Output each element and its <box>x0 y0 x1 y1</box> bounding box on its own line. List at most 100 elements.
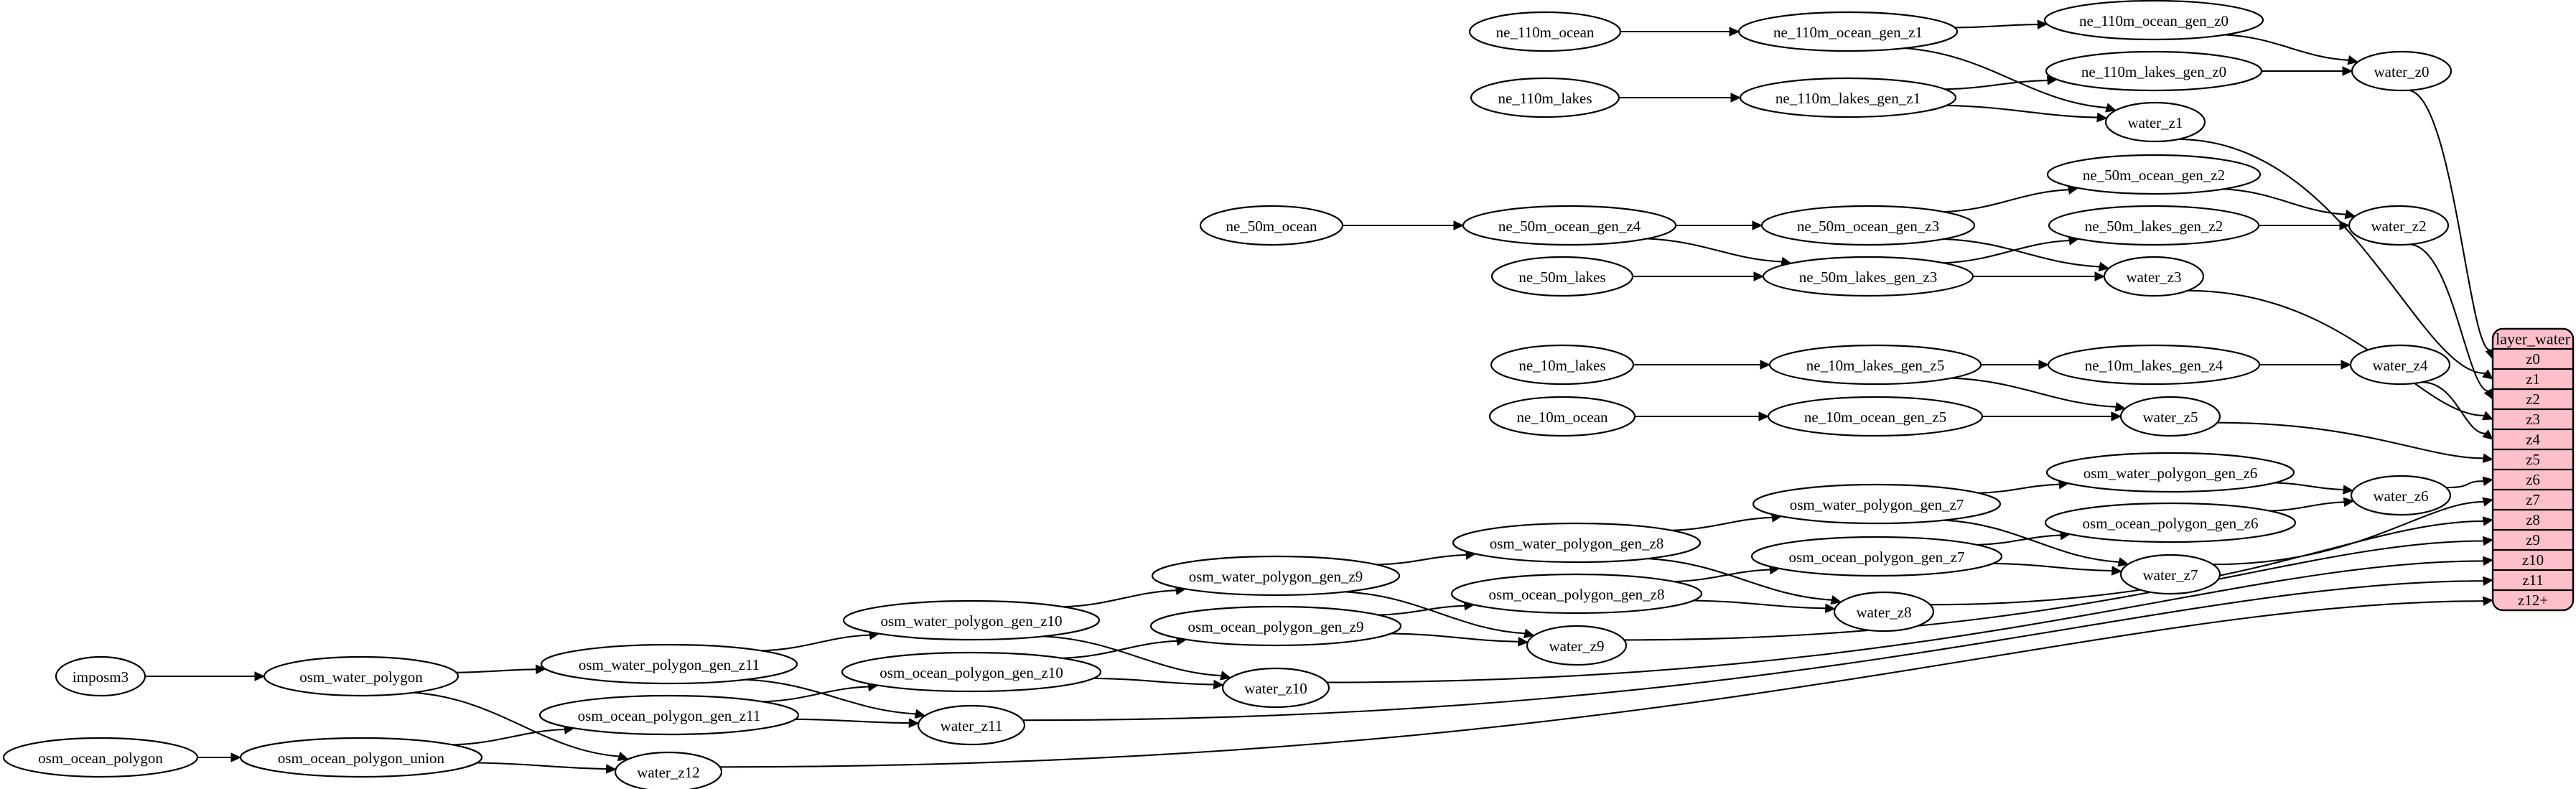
graph-edge <box>2269 497 2355 512</box>
table-row-z2[interactable]: z2 <box>2526 391 2540 408</box>
table-row-z10[interactable]: z10 <box>2522 551 2544 569</box>
node-label: osm_ocean_polygon_gen_z9 <box>1188 618 1364 635</box>
graph-node-water_z9[interactable]: water_z9 <box>1526 625 1628 666</box>
edge-line <box>2269 501 2345 512</box>
graph-node-osm_water_polygon_gen_z10[interactable]: osm_water_polygon_gen_z10 <box>842 599 1101 641</box>
graph-node-ne_10m_lakes_gen_z4[interactable]: ne_10m_lakes_gen_z4 <box>2047 344 2261 386</box>
edge-line <box>1327 560 2484 683</box>
graph-edge <box>1943 238 2110 272</box>
graph-node-osm_ocean_polygon_gen_z8[interactable]: osm_ocean_polygon_gen_z8 <box>1450 573 1703 615</box>
node-label: osm_ocean_polygon_gen_z10 <box>879 664 1063 681</box>
edge-line <box>745 678 916 715</box>
edge-line <box>1943 189 2069 213</box>
table-row-z7[interactable]: z7 <box>2526 491 2540 508</box>
table-row-z12plus[interactable]: z12+ <box>2518 592 2548 609</box>
edge-line <box>2178 138 2486 375</box>
graph-node-osm_ocean_polygon_gen_z6[interactable]: osm_ocean_polygon_gen_z6 <box>2044 502 2297 543</box>
graph-node-ne_50m_ocean_gen_z3[interactable]: ne_50m_ocean_gen_z3 <box>1760 205 1976 246</box>
table-row-z11[interactable]: z11 <box>2522 571 2544 589</box>
graph-node-ne_50m_lakes[interactable]: ne_50m_lakes <box>1490 256 1634 297</box>
edge-arrowhead <box>254 671 266 681</box>
node-shape <box>1468 11 1622 52</box>
graph-node-ne_50m_ocean_gen_z2[interactable]: ne_50m_ocean_gen_z2 <box>2046 154 2262 195</box>
graph-node-osm_ocean_polygon_gen_z10[interactable]: osm_ocean_polygon_gen_z10 <box>841 651 1102 693</box>
graph-node-water_z3[interactable]: water_z3 <box>2103 256 2205 297</box>
edge-arrowhead <box>914 709 926 719</box>
graph-node-osm_ocean_polygon_gen_z11[interactable]: osm_ocean_polygon_gen_z11 <box>538 694 800 736</box>
node-label: ne_50m_ocean_gen_z2 <box>2083 167 2225 184</box>
graph-edge <box>1062 636 1187 659</box>
graph-edge <box>795 718 920 728</box>
graph-node-ne_10m_lakes[interactable]: ne_10m_lakes <box>1490 344 1635 386</box>
graph-node-ne_110m_ocean[interactable]: ne_110m_ocean <box>1468 11 1622 52</box>
table-row-z4[interactable]: z4 <box>2526 431 2540 448</box>
node-shape <box>2119 554 2221 595</box>
edge-arrowhead <box>2481 411 2494 421</box>
table-row-z9[interactable]: z9 <box>2526 531 2540 548</box>
table-row-z3[interactable]: z3 <box>2526 411 2540 428</box>
edge-line <box>1951 377 2117 408</box>
graph-edge <box>456 664 546 675</box>
graph-node-water_z1[interactable]: water_z1 <box>2104 101 2206 143</box>
table-row-z6[interactable]: z6 <box>2526 471 2540 488</box>
graph-node-water_z8[interactable]: water_z8 <box>1833 591 1935 632</box>
graph-node-ne_110m_ocean_gen_z0[interactable]: ne_110m_ocean_gen_z0 <box>2043 0 2264 41</box>
graph-node-water_z0[interactable]: water_z0 <box>2351 50 2453 92</box>
graph-node-ne_110m_lakes[interactable]: ne_110m_lakes <box>1470 77 1620 118</box>
edge-arrowhead <box>1730 93 1742 103</box>
graph-node-osm_ocean_polygon_gen_z9[interactable]: osm_ocean_polygon_gen_z9 <box>1149 605 1402 647</box>
table-row-z8[interactable]: z8 <box>2526 511 2540 528</box>
graph-node-ne_10m_ocean[interactable]: ne_10m_ocean <box>1488 396 1636 437</box>
edge-arrowhead <box>2343 485 2354 495</box>
edge-arrowhead <box>2482 453 2494 463</box>
graph-node-osm_water_polygon_gen_z8[interactable]: osm_water_polygon_gen_z8 <box>1452 522 1702 564</box>
graph-edge <box>1376 550 1477 566</box>
edge-line <box>1944 519 2119 563</box>
edge-line <box>719 600 2484 768</box>
graph-node-osm_water_polygon_gen_z9[interactable]: osm_water_polygon_gen_z9 <box>1151 555 1401 597</box>
table-row-z5[interactable]: z5 <box>2526 451 2540 468</box>
graph-node-osm_water_polygon_gen_z11[interactable]: osm_water_polygon_gen_z11 <box>540 643 798 685</box>
graph-node-ne_110m_lakes_gen_z0[interactable]: ne_110m_lakes_gen_z0 <box>2045 50 2263 92</box>
graph-node-osm_ocean_polygon_gen_z7[interactable]: osm_ocean_polygon_gen_z7 <box>1750 536 2003 577</box>
graph-node-osm_water_polygon_gen_z7[interactable]: osm_water_polygon_gen_z7 <box>1752 483 2002 525</box>
edge-line <box>1930 520 2484 606</box>
edge-arrowhead <box>605 764 617 774</box>
node-shape <box>2045 452 2295 493</box>
graph-edge <box>2217 421 2494 463</box>
graph-node-water_z10[interactable]: water_z10 <box>1221 667 1330 709</box>
node-shape <box>1768 344 1982 386</box>
table-row-z1[interactable]: z1 <box>2526 370 2540 388</box>
graph-node-water_z6[interactable]: water_z6 <box>2350 475 2452 516</box>
graph-node-osm_ocean_polygon_union[interactable]: osm_ocean_polygon_union <box>239 737 483 778</box>
node-shape <box>55 655 146 697</box>
graph-node-osm_water_polygon_gen_z6[interactable]: osm_water_polygon_gen_z6 <box>2045 452 2295 493</box>
table-row-z0[interactable]: z0 <box>2526 350 2540 368</box>
graph-node-ne_10m_ocean_gen_z5[interactable]: ne_10m_ocean_gen_z5 <box>1767 396 1984 437</box>
edge-line <box>1992 562 2112 572</box>
graph-node-ne_50m_lakes_gen_z3[interactable]: ne_50m_lakes_gen_z3 <box>1762 256 1974 297</box>
edge-line <box>2407 89 2491 351</box>
node-shape <box>2043 0 2264 41</box>
edge-line <box>1391 632 1518 643</box>
graph-node-ne_110m_lakes_gen_z1[interactable]: ne_110m_lakes_gen_z1 <box>1739 77 1957 118</box>
graph-node-ne_10m_lakes_gen_z5[interactable]: ne_10m_lakes_gen_z5 <box>1768 344 1982 386</box>
graph-node-osm_water_polygon[interactable]: osm_water_polygon <box>263 655 459 697</box>
graph-node-water_z2[interactable]: water_z2 <box>2348 205 2450 246</box>
edge-arrowhead <box>2111 566 2122 576</box>
graph-node-osm_ocean_polygon[interactable]: osm_ocean_polygon <box>2 737 199 778</box>
graph-node-ne_50m_ocean_gen_z4[interactable]: ne_50m_ocean_gen_z4 <box>1462 205 1677 246</box>
graph-node-water_z11[interactable]: water_z11 <box>917 704 1026 746</box>
edge-line <box>1674 569 1770 583</box>
graph-node-ne_50m_ocean[interactable]: ne_50m_ocean <box>1199 205 1344 246</box>
graph-node-ne_50m_lakes_gen_z2[interactable]: ne_50m_lakes_gen_z2 <box>2048 205 2260 246</box>
graph-node-water_z7[interactable]: water_z7 <box>2119 554 2221 595</box>
edge-arrowhead <box>2037 19 2048 29</box>
node-shape <box>1490 256 1634 297</box>
graph-node-water_z12[interactable]: water_z12 <box>614 751 723 789</box>
graph-node-ne_110m_ocean_gen_z1[interactable]: ne_110m_ocean_gen_z1 <box>1737 11 1959 52</box>
graph-node-imposm3[interactable]: imposm3 <box>55 655 146 697</box>
edge-line <box>1647 558 1832 601</box>
graph-node-water_z4[interactable]: water_z4 <box>2349 344 2451 386</box>
graph-node-water_z5[interactable]: water_z5 <box>2119 396 2221 437</box>
